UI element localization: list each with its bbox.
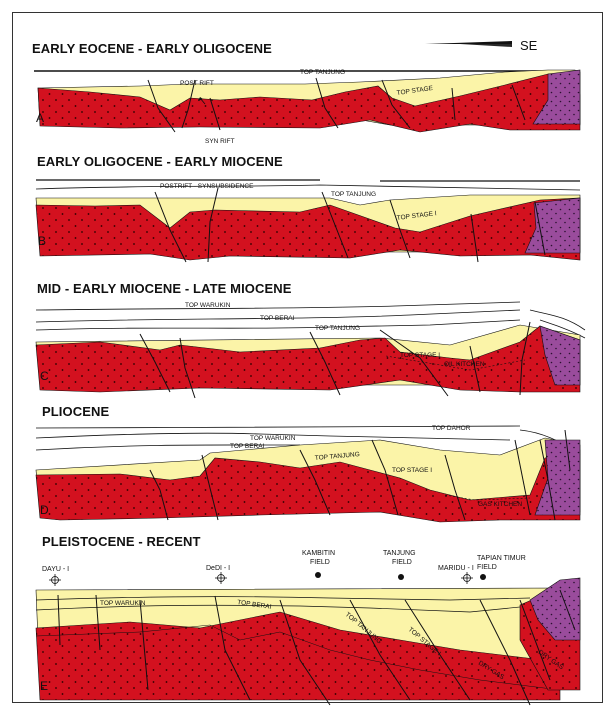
field-tapian-timur-line1: TAPIAN TIMUR	[477, 555, 526, 562]
panel-d-letter: D	[40, 503, 49, 517]
panel-c-section: TOP WARUKIN TOP BERAI TOP TANJUNG TOP ST…	[36, 302, 585, 398]
field-kambitin-line1: KAMBITIN	[302, 550, 335, 557]
field-tanjung-icon	[398, 574, 404, 580]
well-maridu-icon	[461, 572, 473, 584]
field-tapian-timur-line2: FIELD	[477, 564, 497, 571]
label-top-warukin: TOP WARUKIN	[185, 302, 231, 309]
well-dedi-label: DeDI - I	[206, 565, 230, 572]
label-top-berai: TOP BERAI	[230, 443, 265, 450]
label-postrift: POSTRIFT - SYNSUBSIDENCE	[160, 183, 254, 190]
label-top-tanjung: TOP TANJUNG	[331, 191, 376, 198]
well-dedi-icon	[215, 572, 227, 584]
panel-a-letter: A	[36, 111, 44, 125]
label-top-berai: TOP BERAI	[260, 315, 295, 322]
field-tapian-timur-icon	[480, 574, 486, 580]
label-top-tanjung: TOP TANJUNG	[300, 69, 345, 76]
label-top-warukin: TOP WARUKIN	[250, 435, 296, 442]
label-syn-rift: SYN RIFT	[205, 138, 235, 145]
field-kambitin-line2: FIELD	[310, 559, 330, 566]
field-kambitin-icon	[315, 572, 321, 578]
panel-b-letter: B	[38, 234, 46, 248]
panel-b-section: POSTRIFT - SYNSUBSIDENCE TOP TANJUNG TOP…	[36, 180, 580, 262]
label-post-rift: POST RIFT	[180, 80, 214, 87]
well-dayu-label: DAYU - I	[42, 566, 69, 573]
panel-d-section: TOP DAHOR TOP WARUKIN TOP BERAI TOP TANJ…	[36, 425, 580, 522]
field-tanjung-line2: FIELD	[392, 559, 412, 566]
panel-e-section: DAYU - I DeDI - I MARIDU - I KAMBITIN FI…	[36, 550, 580, 705]
panel-a-section: TOP TANJUNG POST RIFT SYN RIFT TOP STAGE…	[34, 69, 580, 145]
label-top-stage: TOP STAGE I	[392, 467, 432, 474]
label-top-dahor: TOP DAHOR	[432, 425, 471, 432]
panel-c-letter: C	[40, 369, 49, 383]
label-top-tanjung: TOP TANJUNG	[315, 325, 360, 332]
label-gas-kitchen: GAS KITCHEN	[478, 501, 522, 508]
direction-arrow-icon	[425, 41, 512, 47]
label-top-stage: TOP STAGE I	[400, 352, 440, 359]
well-dayu-icon	[49, 574, 61, 586]
panel-e-letter: E	[40, 679, 48, 693]
field-tanjung-line1: TANJUNG	[383, 550, 416, 557]
label-oil-kitchen: OIL KITCHEN	[444, 361, 485, 368]
label-top-warukin: TOP WARUKIN	[100, 600, 146, 607]
well-maridu-label: MARIDU - I	[438, 565, 474, 572]
